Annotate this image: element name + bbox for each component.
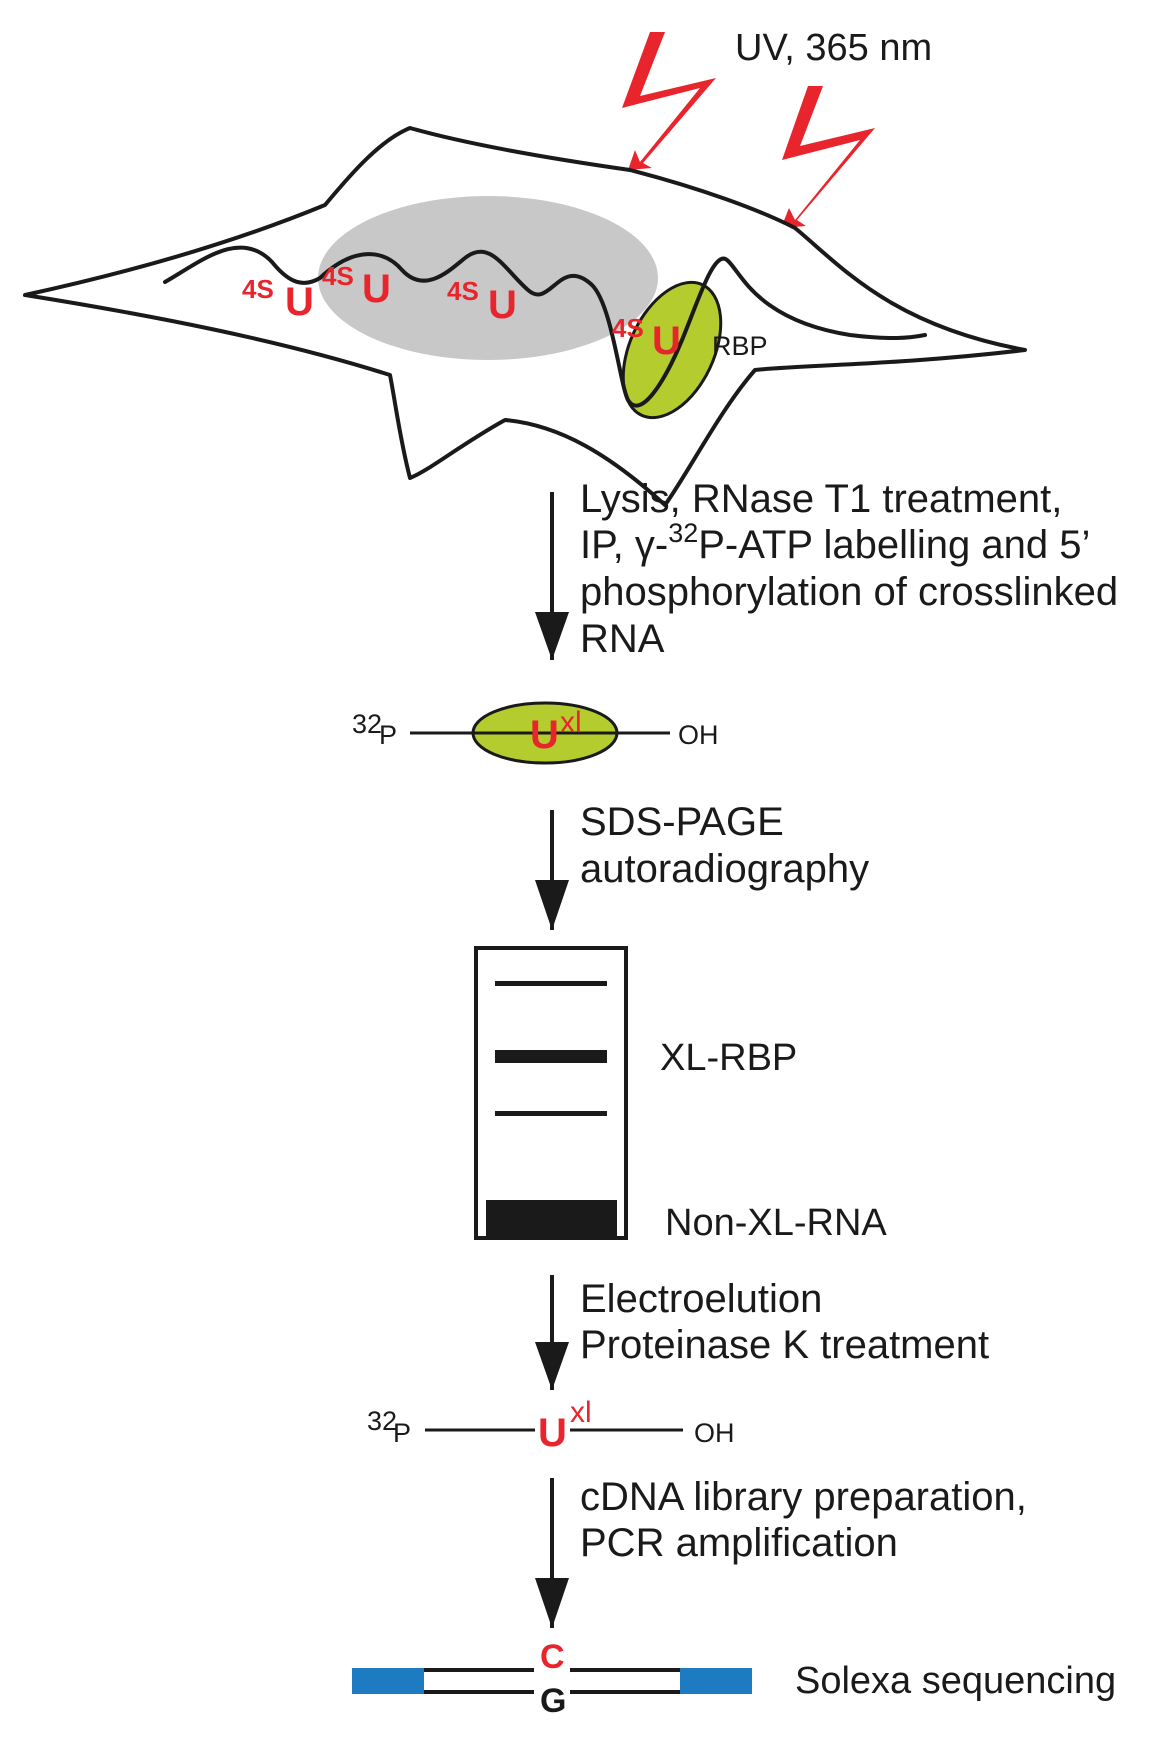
arrowhead-icon	[535, 1578, 569, 1628]
arrowhead-icon	[535, 612, 569, 660]
svg-text:IP, γ-32P-ATP labelling and 5’: IP, γ-32P-ATP labelling and 5’	[580, 518, 1090, 567]
step-2-text: SDS-PAGE autoradiography	[580, 800, 869, 891]
crosslinked-rna: 32 P OH U xl	[367, 1396, 735, 1455]
rbp-label: RBP	[712, 331, 768, 361]
svg-text:P: P	[393, 1418, 411, 1448]
svg-text:32: 32	[367, 1406, 397, 1436]
sds-page-gel	[474, 946, 628, 1240]
nucleus	[318, 196, 658, 360]
svg-text:phosphorylation of crosslinked: phosphorylation of crosslinked	[580, 570, 1118, 614]
svg-text:U: U	[488, 283, 517, 327]
adapter-right	[680, 1668, 752, 1694]
svg-text:autoradiography: autoradiography	[580, 847, 869, 891]
lightning-bolt-icon	[622, 32, 716, 170]
uv-label: UV, 365 nm	[735, 27, 932, 69]
step-1-text: Lysis, RNase T1 treatment, IP, γ-32P-ATP…	[580, 477, 1118, 661]
svg-text:4S: 4S	[322, 261, 354, 291]
solexa-sequencing-label: Solexa sequencing	[795, 1660, 1116, 1702]
svg-text:U: U	[362, 267, 391, 311]
thio-uridine-label: 4S U	[612, 313, 681, 363]
step-4-text: cDNA library preparation, PCR amplificat…	[580, 1475, 1027, 1565]
thio-uridine-label: 4S U	[242, 274, 314, 324]
non-xl-rna-label: Non-XL-RNA	[665, 1202, 887, 1244]
svg-text:U: U	[538, 1411, 567, 1455]
gel-band-non-xl-rna	[486, 1200, 617, 1236]
svg-text:xl: xl	[560, 706, 582, 739]
svg-text:Electroelution: Electroelution	[580, 1277, 822, 1321]
svg-text:C: C	[540, 1638, 565, 1676]
svg-text:4S: 4S	[612, 313, 644, 343]
gel-band	[495, 1111, 607, 1116]
svg-text:cDNA library preparation,: cDNA library preparation,	[580, 1475, 1027, 1519]
arrowhead-icon	[535, 880, 569, 930]
svg-text:U: U	[530, 713, 559, 757]
svg-text:OH: OH	[694, 1418, 735, 1448]
crosslinked-rna-protein: 32 P OH U xl	[352, 701, 719, 765]
svg-text:4S: 4S	[242, 274, 274, 304]
svg-text:xl: xl	[570, 1396, 592, 1429]
gel-band	[495, 981, 607, 986]
svg-text:P: P	[379, 720, 397, 750]
svg-text:32: 32	[352, 709, 382, 739]
svg-text:RNA: RNA	[580, 617, 665, 661]
svg-text:G: G	[540, 1682, 566, 1720]
gel-band-xl-rbp	[495, 1050, 607, 1063]
svg-text:PCR amplification: PCR amplification	[580, 1521, 898, 1565]
rna-strand	[163, 245, 927, 408]
svg-text:U: U	[285, 280, 314, 324]
arrowhead-icon	[535, 1342, 569, 1390]
svg-text:U: U	[652, 319, 681, 363]
adapter-left	[352, 1668, 424, 1694]
svg-text:4S: 4S	[447, 276, 479, 306]
step-3-text: Electroelution Proteinase K treatment	[580, 1277, 989, 1367]
xl-rbp-label: XL-RBP	[660, 1037, 797, 1079]
thio-uridine-label: 4S U	[447, 276, 517, 327]
svg-text:Proteinase K treatment: Proteinase K treatment	[580, 1323, 989, 1367]
thio-uridine-label: 4S U	[322, 261, 391, 311]
cdna-duplex: C G	[352, 1638, 752, 1720]
svg-text:OH: OH	[678, 720, 719, 750]
svg-text:SDS-PAGE: SDS-PAGE	[580, 800, 784, 844]
svg-text:Lysis, RNase T1 treatment,: Lysis, RNase T1 treatment,	[580, 477, 1062, 521]
lightning-bolt-icon	[781, 86, 875, 228]
